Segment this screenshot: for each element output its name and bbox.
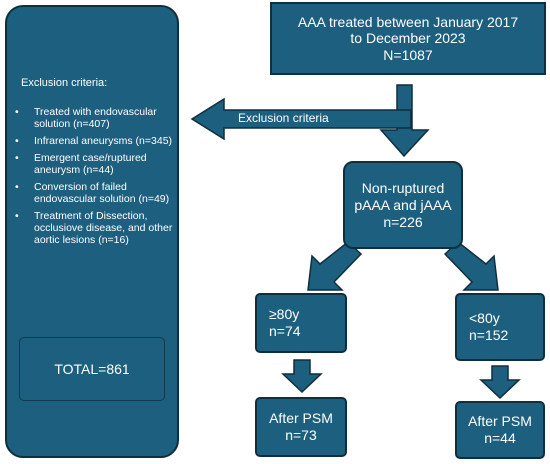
left-psm-count: n=73 (285, 427, 317, 443)
age-80-plus-label: ≥80y (269, 306, 300, 322)
cohort-box: AAA treated between January 2017 to Dece… (270, 2, 546, 75)
right-psm-count: n=44 (484, 430, 516, 446)
exclusion-item: Treatment of Dissection, occlusiove dise… (13, 210, 175, 246)
age-under-80-count: n=152 (469, 327, 509, 343)
exclusion-list: Treated with endovascular solution (n=40… (13, 106, 175, 251)
arrow-left-down (281, 359, 323, 394)
exclusion-title: Exclusion criteria: (21, 77, 108, 89)
exclusion-item: Infrarenal aneurysms (n=345) (13, 135, 175, 147)
exclusion-item: Conversion of failed endovascular soluti… (13, 181, 175, 205)
arrow-diagonal-left (307, 241, 363, 291)
total-label: TOTAL=861 (54, 361, 130, 377)
arrow-exclusion-left (190, 97, 412, 141)
nonruptured-line-2: pAAA and jAAA (354, 196, 452, 213)
exclusion-arrow-label: Exclusion criteria (238, 111, 329, 125)
left-psm-label: After PSM (269, 410, 333, 426)
nonruptured-box: Non-ruptured pAAA and jAAA n=226 (343, 161, 463, 249)
nonruptured-count: n=226 (383, 213, 423, 230)
right-psm-box: After PSM n=44 (455, 401, 545, 459)
age-80-plus-box: ≥80y n=74 (255, 293, 347, 353)
arrow-diagonal-right (443, 241, 499, 291)
nonruptured-line-1: Non-ruptured (361, 179, 445, 196)
age-80-plus-count: n=74 (269, 323, 301, 339)
cohort-count: N=1087 (383, 46, 433, 63)
exclusion-panel: Exclusion criteria: Treated with endovas… (5, 5, 179, 458)
exclusion-item: Emergent case/ruptured aneurysm (n=44) (13, 152, 175, 176)
age-under-80-label: <80y (469, 310, 500, 326)
right-psm-label: After PSM (468, 413, 532, 429)
exclusion-item: Treated with endovascular solution (n=40… (13, 106, 175, 130)
cohort-line-2: to December 2023 (350, 30, 466, 47)
cohort-line-1: AAA treated between January 2017 (297, 13, 519, 30)
total-box: TOTAL=861 (19, 337, 165, 401)
left-psm-box: After PSM n=73 (255, 397, 347, 457)
age-under-80-box: <80y n=152 (455, 293, 545, 361)
arrow-right-down (479, 365, 521, 400)
